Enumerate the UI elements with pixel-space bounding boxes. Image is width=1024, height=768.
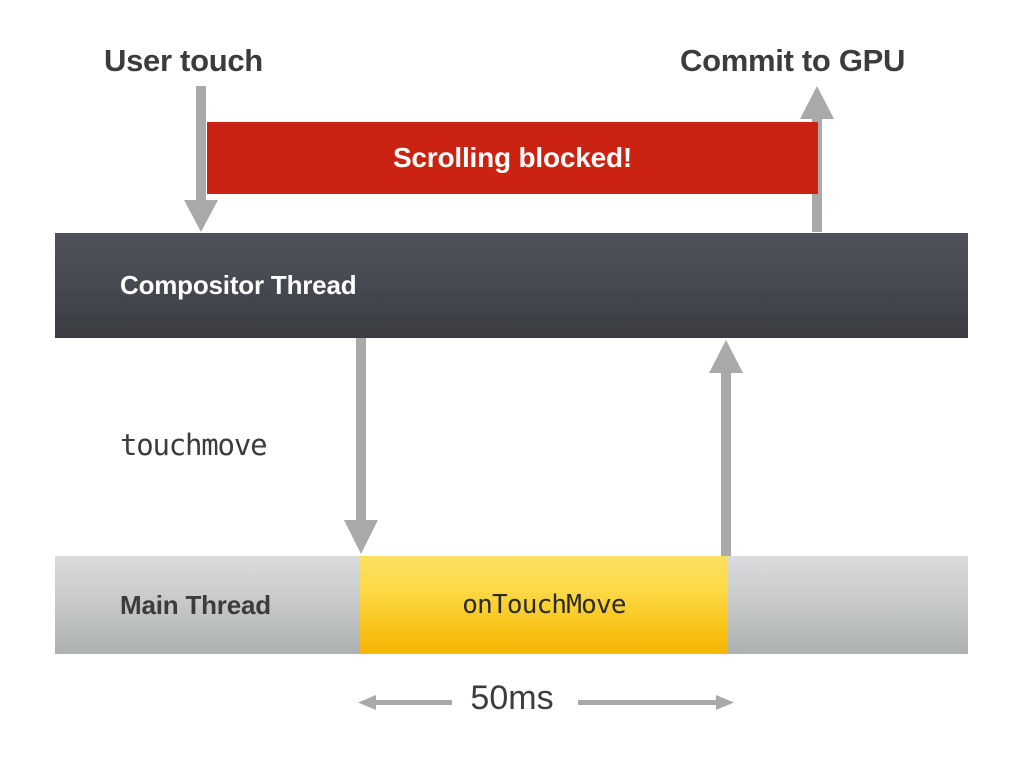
scrolling-blocked-banner: Scrolling blocked! bbox=[207, 122, 818, 194]
task-block-label: onTouchMove bbox=[462, 590, 626, 620]
scrolling-blocked-label: Scrolling blocked! bbox=[392, 142, 633, 173]
lane-label-compositor-thread: Compositor Thread bbox=[120, 270, 357, 300]
task-block-on-touch-move: onTouchMove bbox=[360, 556, 728, 654]
event-label-touchmove: touchmove bbox=[120, 428, 268, 462]
label-commit-to-gpu: Commit to GPU bbox=[680, 43, 906, 78]
lane-compositor-thread: Compositor Thread bbox=[55, 233, 968, 338]
arrow-down-touchmove-icon bbox=[344, 338, 378, 554]
arrow-double-duration-icon bbox=[358, 695, 734, 710]
arrow-down-user-touch-icon bbox=[184, 86, 218, 232]
label-user-touch: User touch bbox=[104, 43, 263, 78]
arrow-up-main-to-compositor-icon bbox=[709, 340, 743, 556]
lane-label-main-thread: Main Thread bbox=[120, 589, 271, 620]
